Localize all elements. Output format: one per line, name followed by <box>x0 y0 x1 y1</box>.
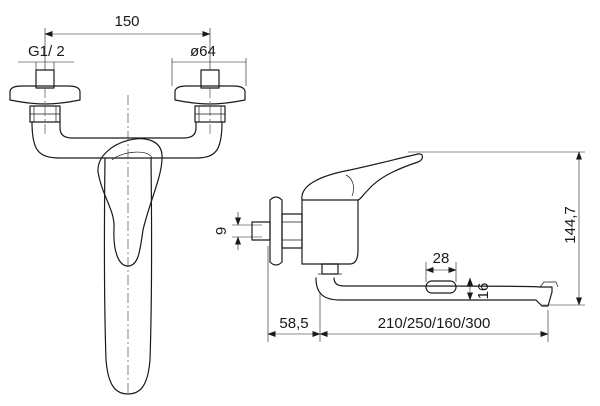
side-connector <box>251 196 303 266</box>
dimension-16: 16 <box>467 277 492 301</box>
dim-144-7-label: 144,7 <box>562 206 579 244</box>
dim-spout-lengths-label: 210/250/160/300 <box>378 315 491 332</box>
dimension-diameter: ø64 <box>171 43 247 86</box>
dimension-150: 150 <box>44 13 211 70</box>
dimension-bottom: 58,5 210/250/160/300 <box>267 246 549 342</box>
side-body <box>301 153 424 275</box>
dim-9-label: 9 <box>213 227 230 235</box>
diameter-label: ø64 <box>190 43 216 60</box>
faucet-body <box>31 121 223 395</box>
side-spout <box>315 277 559 307</box>
dim-16-label: 16 <box>475 283 492 300</box>
front-view: 150 G1/ 2 ø64 <box>9 13 247 395</box>
thread-label: G1/ 2 <box>28 43 65 60</box>
dim-28-label: 28 <box>433 250 450 267</box>
dimension-28: 28 <box>425 250 457 282</box>
dim-58-5-label: 58,5 <box>279 315 308 332</box>
side-view: 144,7 9 <box>213 151 585 342</box>
dimension-144-7: 144,7 <box>408 151 585 306</box>
dimension-9: 9 <box>213 212 262 250</box>
dimension-thread: G1/ 2 <box>18 43 74 70</box>
dim-150-label: 150 <box>114 13 139 30</box>
